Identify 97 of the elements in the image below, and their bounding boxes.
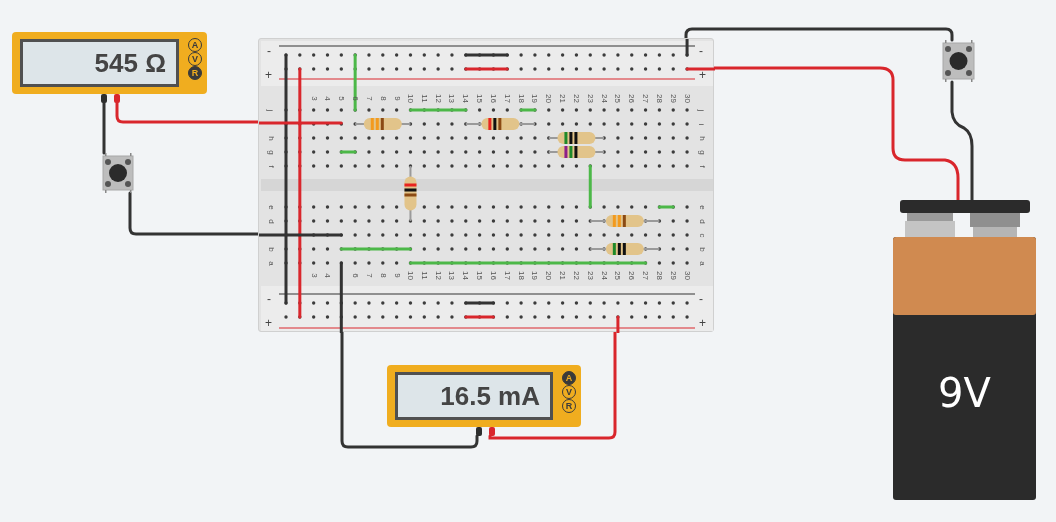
column-number: 16 xyxy=(488,93,498,103)
wire xyxy=(115,101,260,124)
column-number: 6 xyxy=(350,272,360,278)
row-letter: h xyxy=(697,135,707,141)
wire xyxy=(488,330,617,440)
column-number: 8 xyxy=(378,272,388,278)
row-letter: a xyxy=(266,260,276,266)
column-number: 14 xyxy=(461,93,471,103)
wire xyxy=(128,191,260,236)
column-number: 3 xyxy=(309,272,319,278)
rail-sign: - xyxy=(699,293,703,305)
row-letter: i xyxy=(697,123,707,125)
wire xyxy=(102,101,106,155)
rail-sign: - xyxy=(699,45,703,57)
column-number: 15 xyxy=(475,93,485,103)
column-number: 29 xyxy=(668,93,678,103)
row-letter: e xyxy=(266,204,276,210)
column-number: 10 xyxy=(405,270,415,280)
wire xyxy=(712,66,960,202)
mode-indicator: R xyxy=(188,66,202,80)
column-number: 25 xyxy=(613,270,623,280)
row-letter: h xyxy=(266,135,276,141)
row-letter: d xyxy=(697,218,707,224)
column-number: 5 xyxy=(337,95,347,101)
row-letter: b xyxy=(266,246,276,252)
column-number: 28 xyxy=(654,93,664,103)
column-number: 28 xyxy=(654,270,664,280)
rail-sign: + xyxy=(265,69,272,81)
column-number: 21 xyxy=(558,270,568,280)
column-number: 16 xyxy=(488,270,498,280)
row-letter: f xyxy=(697,164,707,168)
column-number: 13 xyxy=(447,270,457,280)
column-number: 22 xyxy=(571,270,581,280)
column-number: 19 xyxy=(530,93,540,103)
column-number: 20 xyxy=(544,93,554,103)
column-number: 24 xyxy=(599,93,609,103)
meter-reading: 545 Ω xyxy=(94,48,166,79)
column-number: 30 xyxy=(682,93,692,103)
column-number: 19 xyxy=(530,270,540,280)
push-button xyxy=(941,40,976,82)
column-number: 10 xyxy=(405,93,415,103)
column-number: 22 xyxy=(571,93,581,103)
row-letter: c xyxy=(697,233,707,237)
column-number: 30 xyxy=(682,270,692,280)
mode-indicator: A xyxy=(562,371,576,385)
column-number: 24 xyxy=(599,270,609,280)
breadboard xyxy=(258,38,714,332)
column-number: 4 xyxy=(323,95,333,101)
column-number: 12 xyxy=(433,93,443,103)
wire xyxy=(950,80,974,202)
column-number: 9 xyxy=(392,272,402,278)
column-number: 26 xyxy=(627,93,637,103)
rail-sign: + xyxy=(699,317,706,329)
column-number: 14 xyxy=(461,270,471,280)
column-number: 23 xyxy=(585,93,595,103)
column-number: 11 xyxy=(419,270,429,280)
row-letter: j xyxy=(266,109,276,111)
row-letter: b xyxy=(697,246,707,252)
column-number: 7 xyxy=(364,95,374,101)
rail-sign: - xyxy=(267,45,271,57)
column-number: 6 xyxy=(350,95,360,101)
column-number: 27 xyxy=(641,270,651,280)
battery-label: 9V xyxy=(938,370,991,416)
wire xyxy=(340,330,479,449)
row-letter: g xyxy=(697,149,707,155)
row-letter: j xyxy=(697,109,707,111)
column-number: 3 xyxy=(309,95,319,101)
rail-sign: + xyxy=(265,317,272,329)
column-number: 7 xyxy=(364,272,374,278)
rail-sign: + xyxy=(699,69,706,81)
column-number: 11 xyxy=(419,93,429,103)
wire xyxy=(684,27,954,42)
column-number: 9 xyxy=(392,95,402,101)
column-number: 8 xyxy=(378,95,388,101)
column-number: 20 xyxy=(544,270,554,280)
row-letter: d xyxy=(266,218,276,224)
row-letter: a xyxy=(697,260,707,266)
column-number: 13 xyxy=(447,93,457,103)
push-button xyxy=(101,153,135,193)
column-number: 23 xyxy=(585,270,595,280)
column-number: 12 xyxy=(433,270,443,280)
row-letter: e xyxy=(697,204,707,210)
column-number: 17 xyxy=(502,270,512,280)
column-number: 18 xyxy=(516,93,526,103)
rail-sign: - xyxy=(267,293,271,305)
column-number: 25 xyxy=(613,93,623,103)
meter-reading: 16.5 mA xyxy=(440,381,540,412)
column-number: 4 xyxy=(323,272,333,278)
column-number: 29 xyxy=(668,270,678,280)
column-number: 18 xyxy=(516,270,526,280)
column-number: 26 xyxy=(627,270,637,280)
row-letter: g xyxy=(266,149,276,155)
column-number: 15 xyxy=(475,270,485,280)
column-number: 21 xyxy=(558,93,568,103)
column-number: 17 xyxy=(502,93,512,103)
column-number: 27 xyxy=(641,93,651,103)
row-letter: f xyxy=(266,164,276,168)
